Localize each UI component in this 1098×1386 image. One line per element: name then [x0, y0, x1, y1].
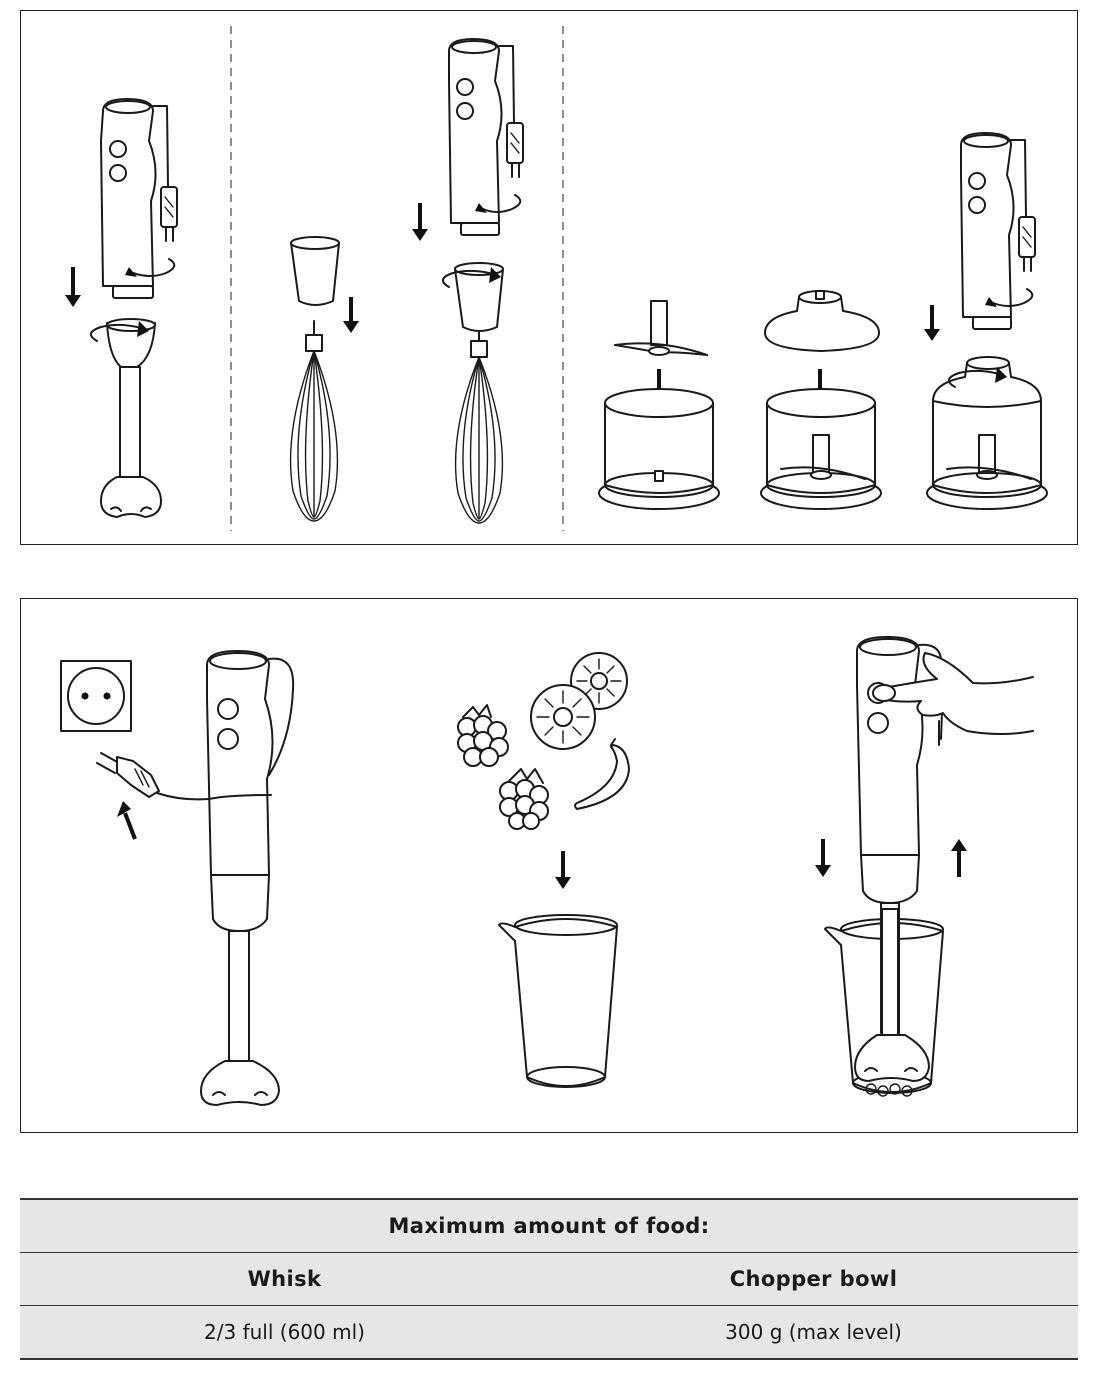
- table-header-row: Whisk Chopper bowl: [20, 1252, 1078, 1306]
- banana-icon: [574, 738, 630, 810]
- max-food-table: Maximum amount of food: Whisk Chopper bo…: [20, 1198, 1078, 1360]
- whisk-adapter-icon: [290, 236, 340, 306]
- hand-blender-motor-unit-icon: [448, 38, 524, 236]
- blender-shaft-icon: [854, 908, 930, 1097]
- kiwi-slice-icon: [530, 684, 596, 750]
- table-row: 2/3 full (600 ml) 300 g (max level): [20, 1305, 1078, 1360]
- column-header-chopper-bowl: Chopper bowl: [549, 1252, 1078, 1306]
- assembly-illustration: [65, 26, 1048, 531]
- plug-icon: [506, 122, 524, 178]
- chopper-blade-icon: [614, 300, 708, 356]
- twist-arrow-icon: [442, 267, 501, 288]
- table-title: Maximum amount of food:: [20, 1198, 1078, 1253]
- raspberry-icon: [457, 704, 509, 767]
- usage-illustration-panel: [20, 598, 1078, 1133]
- hand-blender-motor-unit-icon: [100, 98, 178, 299]
- down-arrow-icon: [412, 203, 428, 241]
- up-arrow-icon: [951, 839, 967, 877]
- measuring-beaker-icon: [498, 914, 618, 1088]
- usage-illustration: [60, 636, 1034, 1106]
- up-arrow-icon: [117, 801, 137, 840]
- hand-icon: [872, 652, 1034, 746]
- hand-blender-icon: [200, 650, 295, 1106]
- down-arrow-icon: [555, 851, 571, 889]
- hand-blender-motor-unit-icon: [960, 132, 1036, 330]
- cell-chopper-bowl-value: 300 g (max level): [549, 1305, 1078, 1360]
- down-arrow-icon: [924, 305, 940, 341]
- plug-icon: [160, 186, 178, 242]
- raspberry-icon: [499, 768, 549, 830]
- twist-arrow-icon: [475, 194, 522, 213]
- chopper-bowl-icon: [598, 388, 720, 510]
- cell-whisk-value: 2/3 full (600 ml): [20, 1305, 549, 1360]
- down-arrow-icon: [815, 839, 831, 877]
- column-header-whisk: Whisk: [20, 1252, 549, 1306]
- twist-arrow-icon: [948, 367, 1007, 388]
- blender-shaft-icon: [100, 318, 162, 518]
- plug-icon: [96, 752, 210, 801]
- chopper-lid-icon: [764, 290, 880, 352]
- chopper-bowl-icon: [926, 356, 1048, 510]
- table-title-row: Maximum amount of food:: [20, 1198, 1078, 1253]
- down-arrow-icon: [343, 297, 359, 333]
- chopper-bowl-icon: [760, 388, 882, 510]
- twist-arrow-icon: [125, 258, 176, 277]
- wall-socket-icon: [60, 660, 132, 732]
- whisk-icon: [289, 320, 339, 522]
- plug-icon: [1018, 216, 1036, 272]
- whisk-adapter-icon: [454, 262, 504, 332]
- whisk-icon: [454, 330, 504, 524]
- twist-arrow-icon: [90, 321, 149, 342]
- down-arrow-icon: [65, 267, 81, 307]
- assembly-illustration-panel: [20, 10, 1078, 545]
- twist-arrow-icon: [985, 288, 1034, 307]
